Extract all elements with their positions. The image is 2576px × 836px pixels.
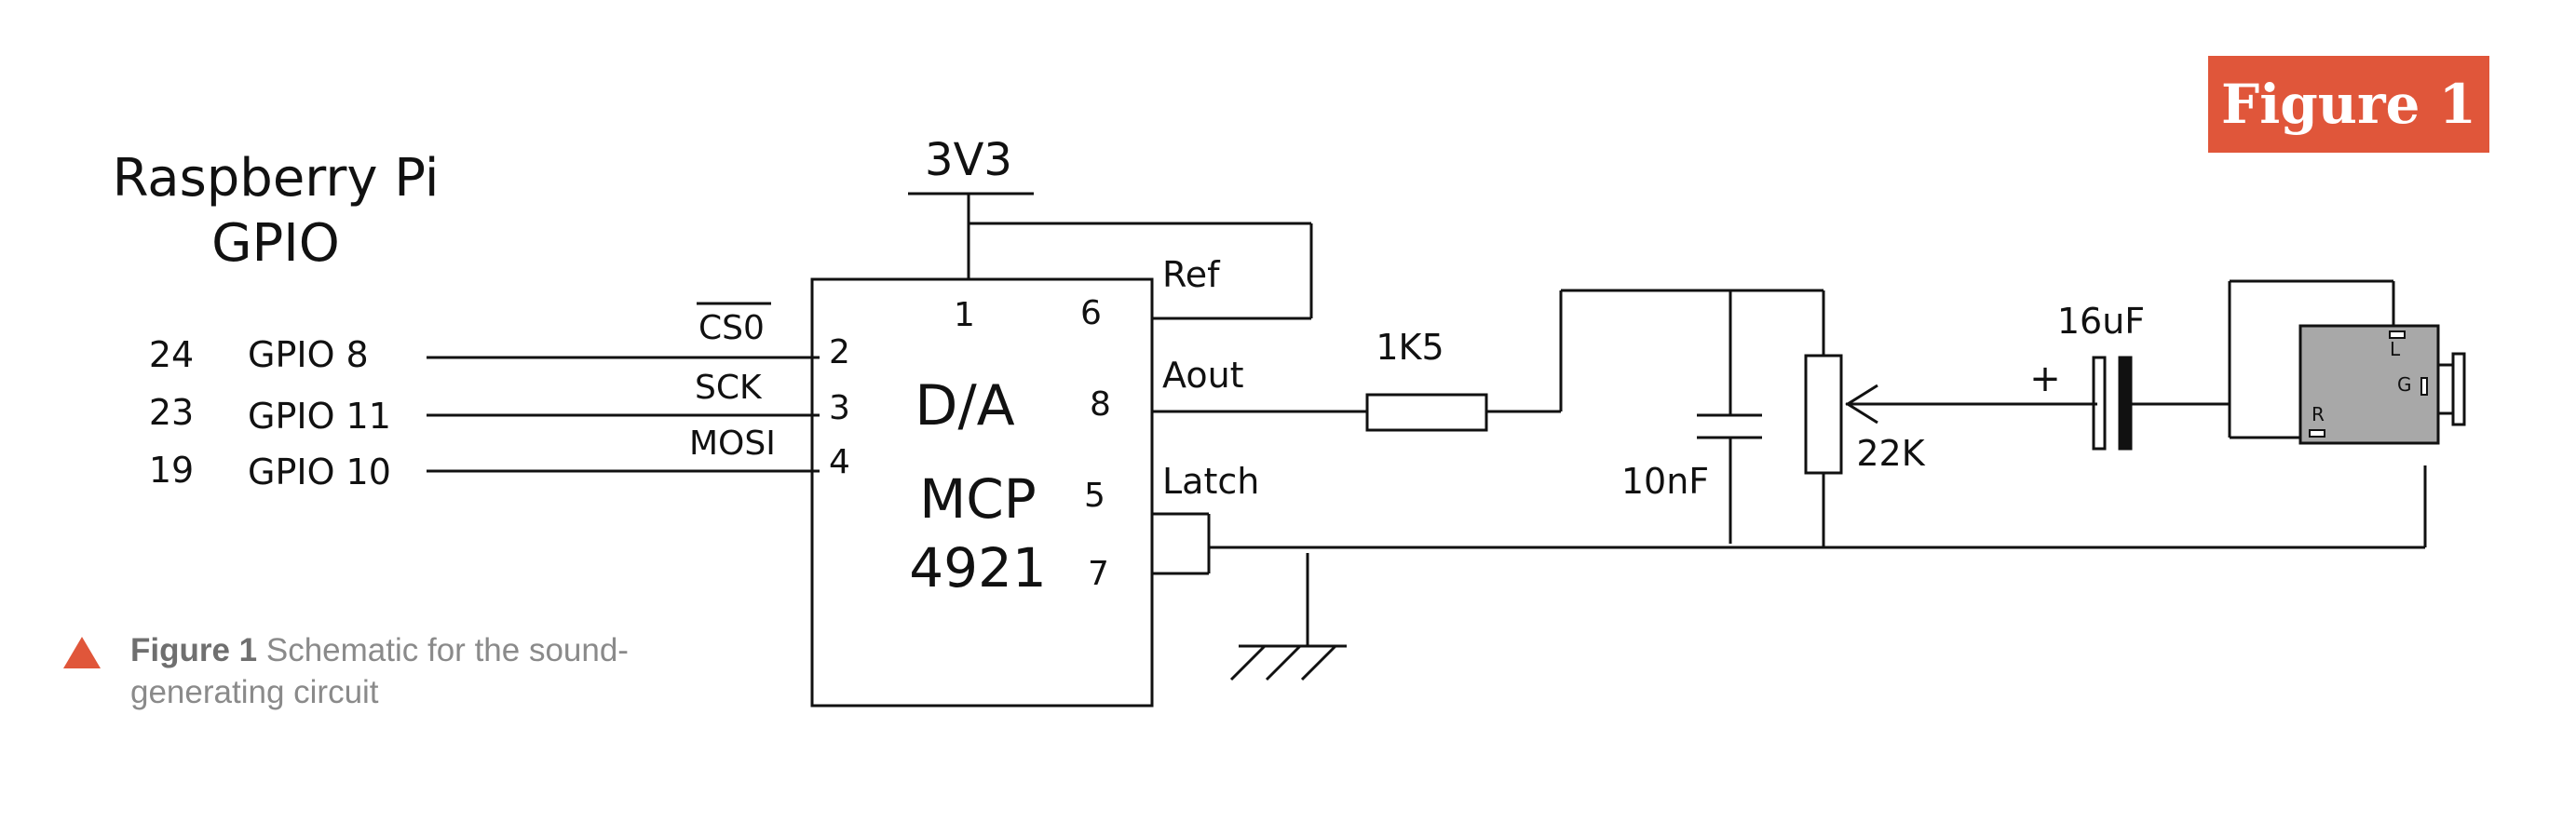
pot-body <box>1804 354 1843 475</box>
mosi-label: MOSI <box>689 425 776 463</box>
gpio-10-label: GPIO 10 <box>248 452 391 492</box>
jack-l-label: L <box>2390 338 2401 360</box>
latch-label: Latch <box>1162 461 1259 502</box>
dac-chip-body <box>810 277 1154 708</box>
ground-hatch-3 <box>1300 644 1337 681</box>
pin-8-label: 8 <box>1090 385 1111 424</box>
pin-5-label: 5 <box>1084 477 1105 515</box>
ref-label: Ref <box>1162 254 1221 295</box>
caption-text-block: Figure 1 Schematic for the sound-generat… <box>130 629 708 713</box>
ground-hatch-1 <box>1229 644 1267 681</box>
caption-figure-label: Figure 1 <box>130 632 258 668</box>
supply-3v3-label: 3V3 <box>925 134 1012 186</box>
jack-g-terminal <box>2420 377 2428 396</box>
pin-4-label: 4 <box>829 443 850 481</box>
potentiometer-22k-label: 22K <box>1856 433 1925 474</box>
jack-r-label: R <box>2312 403 2325 425</box>
chip-maker-label: MCP <box>919 467 1037 531</box>
pin-number-19: 19 <box>149 450 194 491</box>
audio-jack <box>2298 324 2466 445</box>
jack-r-terminal <box>2309 429 2325 438</box>
pin-1-label: 1 <box>954 296 975 334</box>
aout-label: Aout <box>1162 355 1244 396</box>
chip-model-label: 4921 <box>909 536 1047 600</box>
resistor-1k5 <box>1365 393 1488 432</box>
jack-l-terminal <box>2389 330 2406 339</box>
capacitor-10nf-label: 10nF <box>1621 461 1709 502</box>
caption-triangle-icon <box>63 637 101 668</box>
audio-jack-body <box>2298 324 2440 445</box>
sck-label: SCK <box>695 369 763 407</box>
cs0-label: CS0 <box>698 309 765 347</box>
pin-3-label: 3 <box>829 389 850 427</box>
gpio-11-label: GPIO 11 <box>248 396 391 437</box>
wiring <box>427 192 2427 708</box>
pin-6-label: 6 <box>1080 294 1102 332</box>
pin-number-24: 24 <box>149 334 194 375</box>
resistor-1k5-label: 1K5 <box>1376 327 1444 368</box>
ground-hatch-2 <box>1265 644 1302 681</box>
pin-7-label: 7 <box>1088 555 1109 593</box>
jack-g-label: G <box>2397 373 2412 396</box>
chip-function-label: D/A <box>915 373 1014 438</box>
capacitor-16uf-label: 16uF <box>2057 301 2145 342</box>
jack-socket-rim <box>2451 352 2466 426</box>
pin-2-label: 2 <box>829 333 850 371</box>
wiper-arrow <box>1845 384 1878 425</box>
ecap-plate-positive <box>2092 356 2107 451</box>
ecap-plate-negative <box>2118 356 2133 451</box>
gpio-8-label: GPIO 8 <box>248 334 369 375</box>
pin-number-23: 23 <box>149 392 194 433</box>
title-line-2: GPIO <box>211 213 340 274</box>
figure-badge: Figure 1 <box>2208 56 2489 153</box>
polarity-plus-label: + <box>2029 357 2061 400</box>
title-line-1: Raspberry Pi <box>113 148 440 209</box>
caption-description: Schematic for the sound-generating circu… <box>130 632 629 710</box>
